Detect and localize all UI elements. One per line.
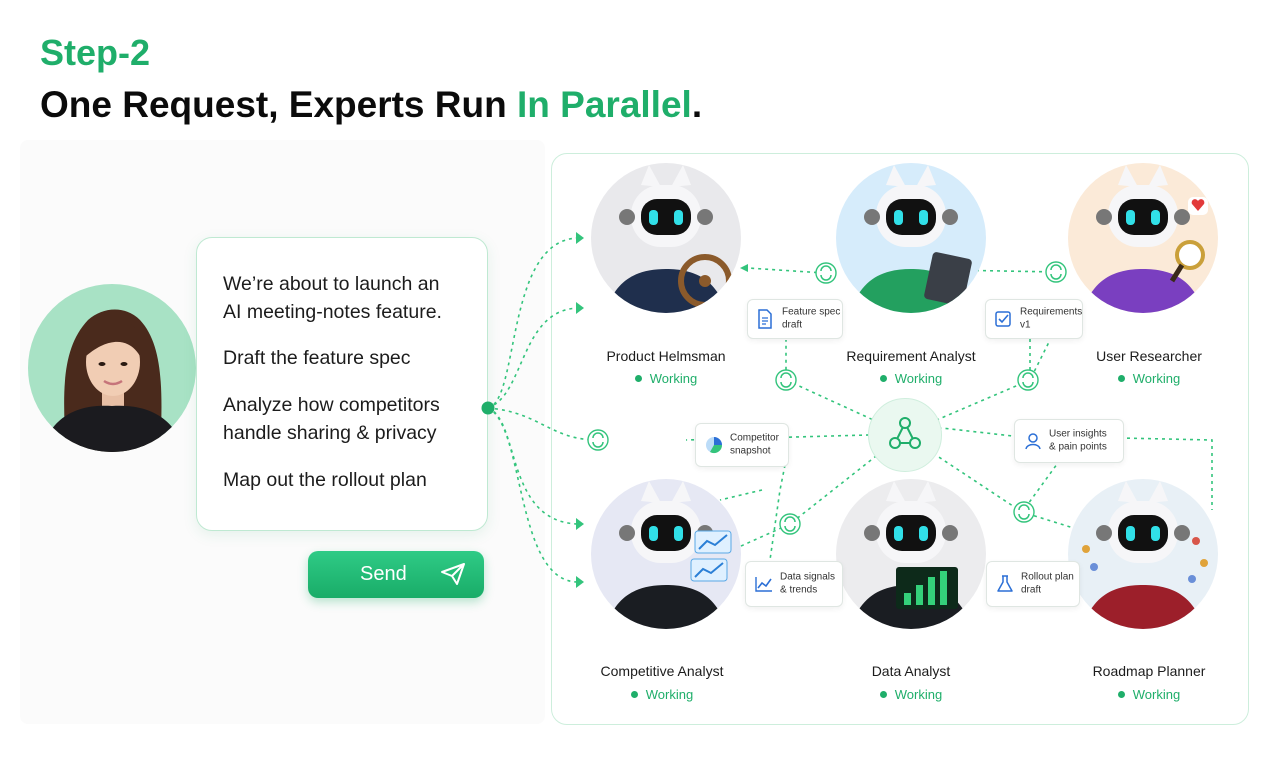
agent-status: Working xyxy=(562,687,762,702)
agent-name: Data Analyst xyxy=(871,663,951,679)
robot-avatar-user-researcher xyxy=(1068,163,1218,313)
robot-avatar-requirement-analyst xyxy=(836,163,986,313)
document-icon xyxy=(758,309,772,329)
pie-chart-icon xyxy=(706,437,723,454)
agent-status: Working xyxy=(1049,371,1249,386)
hub-node xyxy=(868,398,942,472)
agent-name: User Researcher xyxy=(1096,348,1202,364)
robot-avatar-roadmap-planner xyxy=(1068,479,1218,629)
request-line: Draft the feature spec xyxy=(223,347,411,369)
paper-plane-icon xyxy=(441,563,465,585)
robot-avatar-competitive-analyst xyxy=(591,479,741,629)
agent-status: Working xyxy=(811,687,1011,702)
agent-status: Working xyxy=(1049,687,1249,702)
title-main: One Request, Experts Run xyxy=(40,84,517,125)
artifact-chip-user-insights: User insights& pain points xyxy=(1014,419,1124,463)
send-button[interactable]: Send xyxy=(308,551,484,598)
request-card: We’re about to launch an AI meeting-note… xyxy=(196,237,488,531)
request-line: Analyze how competitors xyxy=(223,394,440,416)
checkbox-icon xyxy=(995,311,1011,327)
user-avatar xyxy=(28,284,196,452)
agent-name: Competitive Analyst xyxy=(600,663,724,679)
request-line: AI meeting-notes feature. xyxy=(223,301,442,323)
send-label: Send xyxy=(360,563,407,585)
page-title: One Request, Experts Run In Parallel. xyxy=(40,84,702,126)
title-highlight: In Parallel xyxy=(517,84,692,125)
sync-icon xyxy=(587,261,1067,535)
user-icon xyxy=(1025,433,1041,450)
robot-avatar-data-analyst xyxy=(836,479,986,629)
agent-status: Working xyxy=(566,371,766,386)
agent-name: Roadmap Planner xyxy=(1092,663,1206,679)
artifact-chip-data-signals: Data signals& trends xyxy=(745,561,843,607)
trend-chart-icon xyxy=(755,577,772,592)
step-label: Step-2 xyxy=(40,32,151,73)
agent-status: Working xyxy=(811,371,1011,386)
agent-name: Product Helmsman xyxy=(606,348,726,364)
request-line: Map out the rollout plan xyxy=(223,469,427,491)
network-icon xyxy=(889,417,921,449)
agent-name: Requirement Analyst xyxy=(846,348,976,364)
title-end: . xyxy=(691,84,703,125)
robot-avatar-product-helmsman xyxy=(591,163,741,313)
request-line: handle sharing & privacy xyxy=(223,422,437,444)
request-line: We’re about to launch an xyxy=(223,273,440,295)
flask-icon xyxy=(997,575,1013,592)
